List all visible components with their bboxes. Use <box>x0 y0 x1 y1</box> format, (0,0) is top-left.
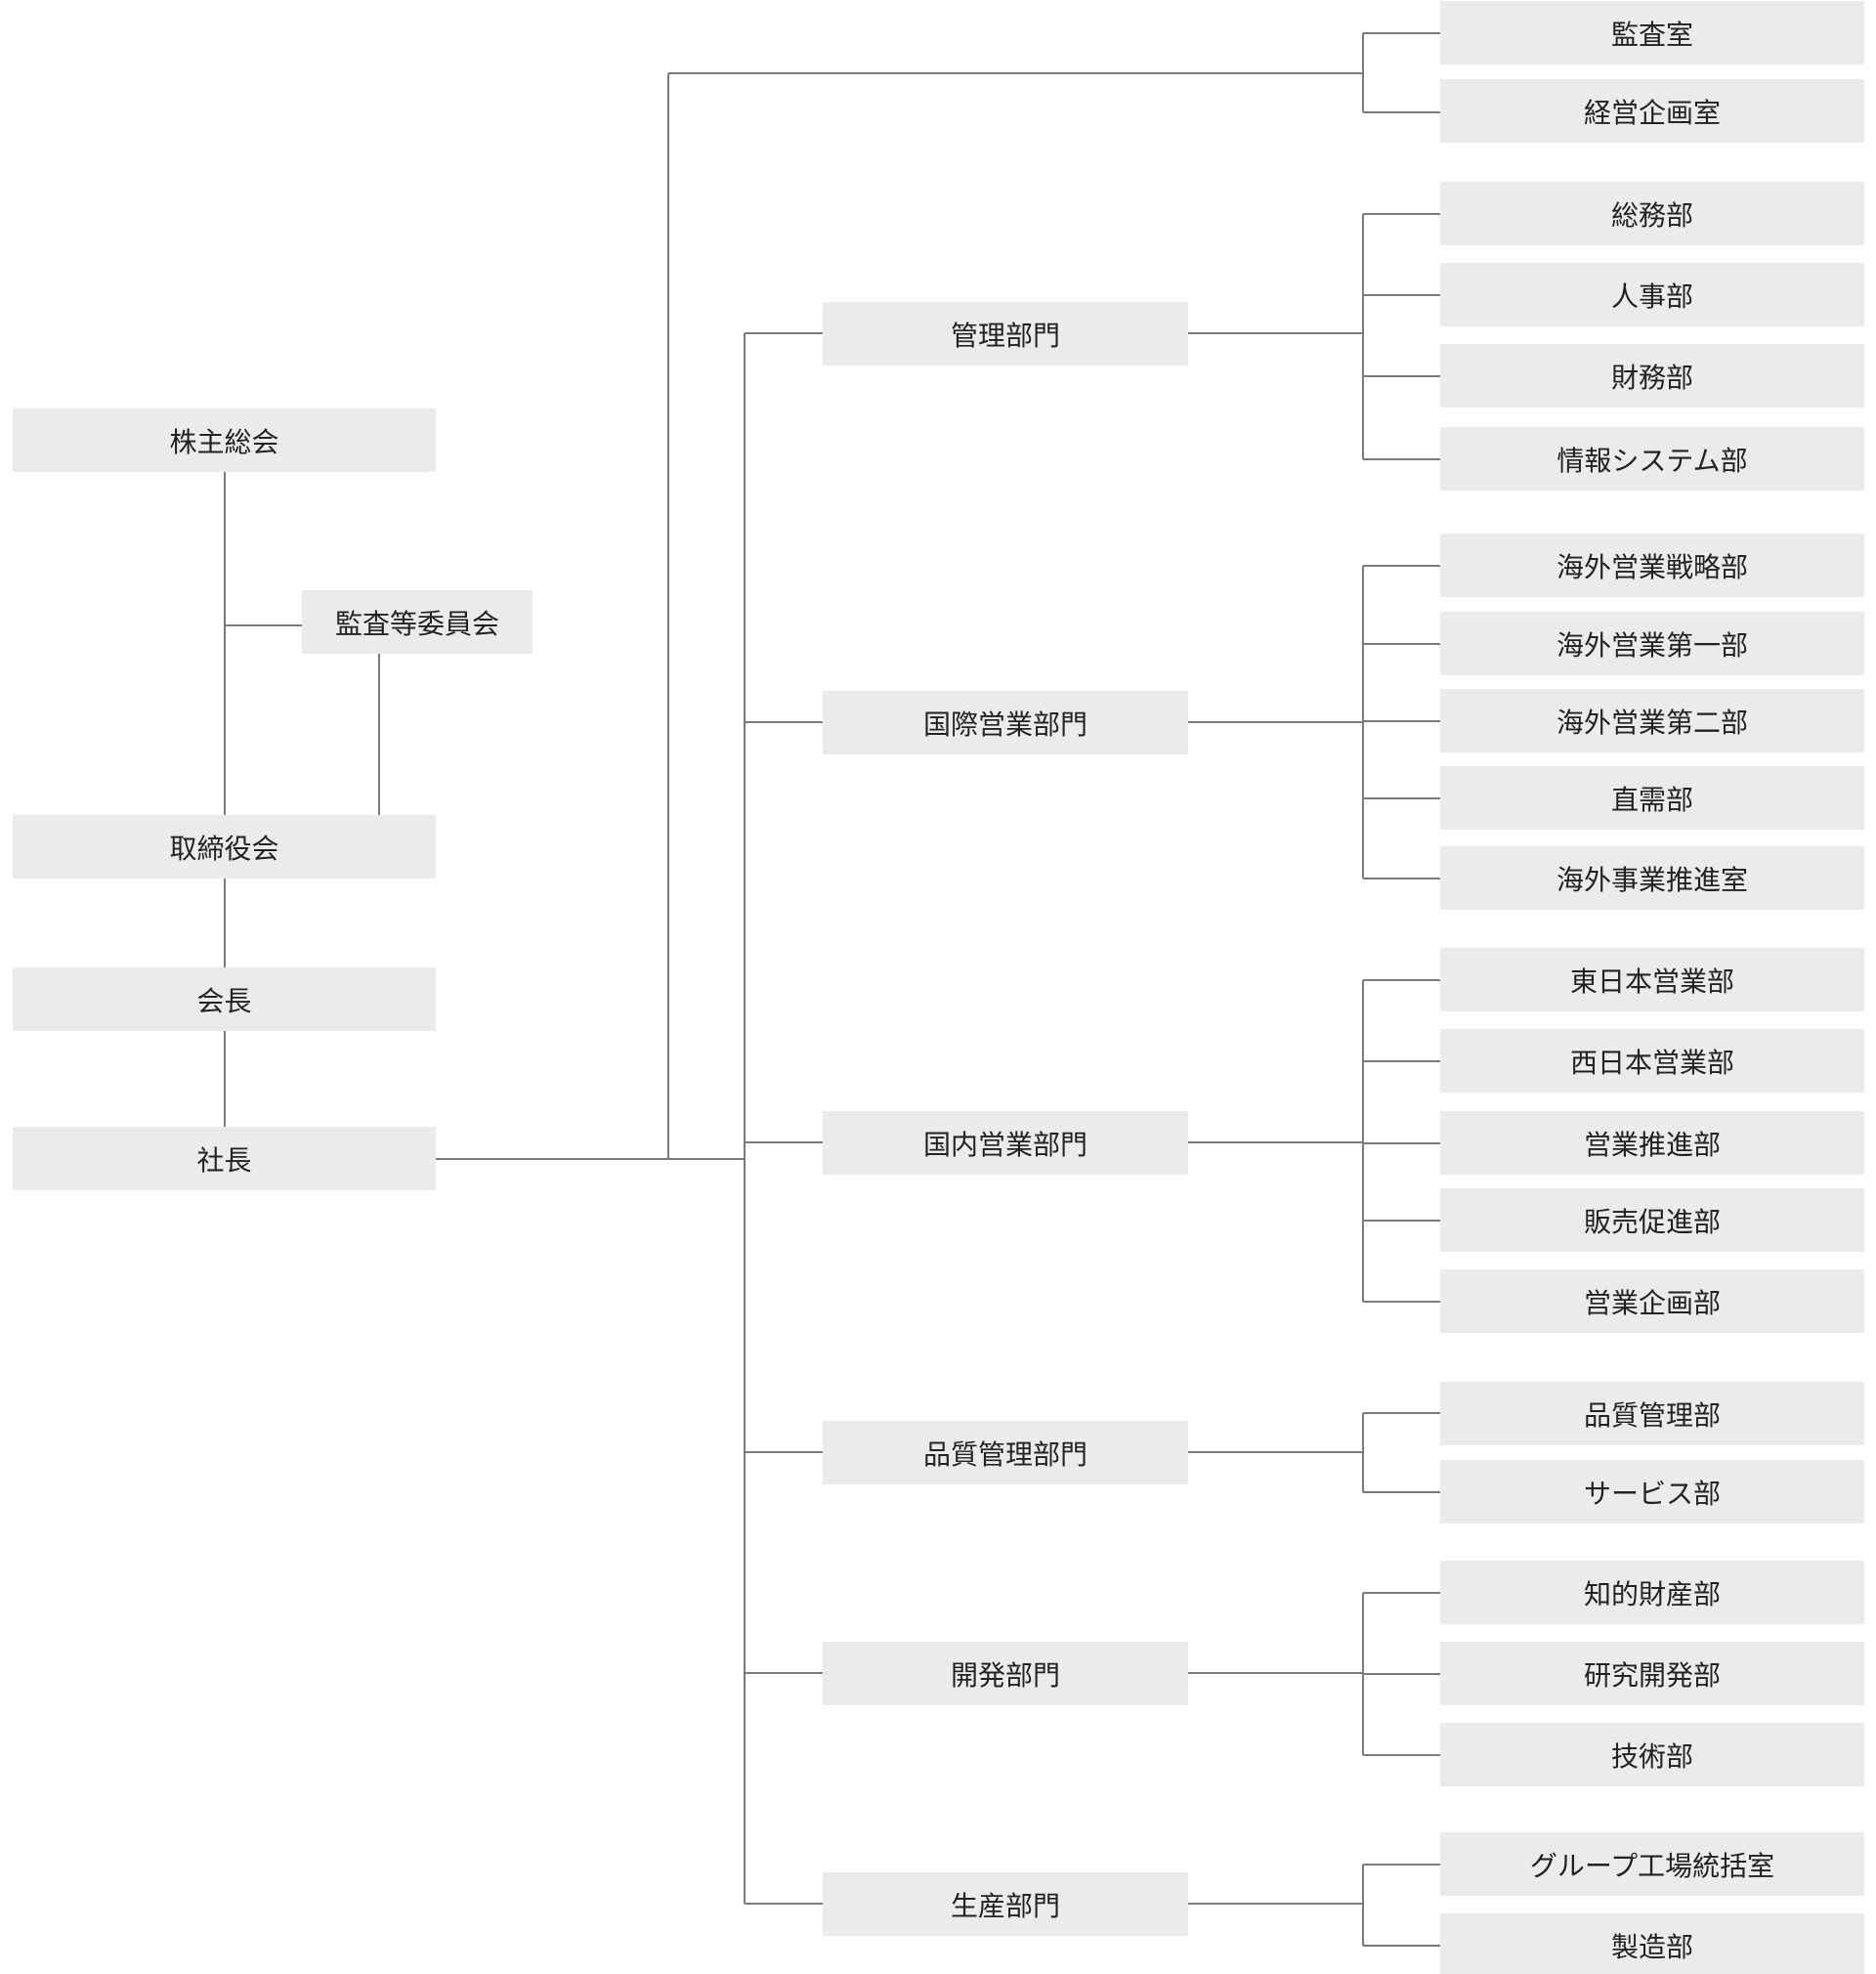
department-box: 財務部 <box>1440 344 1864 408</box>
department-box: 海外営業第二部 <box>1440 689 1864 752</box>
department-box: サービス部 <box>1440 1460 1864 1523</box>
president-box: 社長 <box>13 1127 436 1190</box>
department-box: 営業推進部 <box>1440 1111 1864 1175</box>
division-box-domestic-sales: 国内営業部門 <box>823 1111 1188 1175</box>
division-box-production: 生産部門 <box>823 1872 1188 1936</box>
board-of-directors-box: 取締役会 <box>13 815 436 879</box>
department-box: 研究開発部 <box>1440 1642 1864 1705</box>
office-box-audit: 監査室 <box>1440 1 1864 64</box>
department-box: 技術部 <box>1440 1723 1864 1786</box>
department-box: 販売促進部 <box>1440 1188 1864 1252</box>
department-box: 海外営業戦略部 <box>1440 534 1864 597</box>
department-box: 情報システム部 <box>1440 427 1864 491</box>
division-box-international-sales: 国際営業部門 <box>823 691 1188 754</box>
department-box: グループ工場統括室 <box>1440 1832 1864 1896</box>
department-box: 人事部 <box>1440 263 1864 326</box>
office-box-corporate-planning: 経営企画室 <box>1440 79 1864 143</box>
chairman-box: 会長 <box>13 967 436 1031</box>
department-box: 東日本営業部 <box>1440 948 1864 1011</box>
department-box: 製造部 <box>1440 1913 1864 1974</box>
department-box: 総務部 <box>1440 182 1864 245</box>
division-box-development: 開発部門 <box>823 1642 1188 1705</box>
department-box: 西日本営業部 <box>1440 1029 1864 1093</box>
audit-committee-box: 監査等委員会 <box>302 590 533 654</box>
department-box: 営業企画部 <box>1440 1269 1864 1333</box>
shareholders-meeting-box: 株主総会 <box>13 408 436 472</box>
department-box: 品質管理部 <box>1440 1382 1864 1445</box>
division-box-administration: 管理部門 <box>823 302 1188 365</box>
department-box: 海外営業第一部 <box>1440 612 1864 675</box>
division-box-quality-control: 品質管理部門 <box>823 1421 1188 1484</box>
department-box: 直需部 <box>1440 766 1864 830</box>
department-box: 海外事業推進室 <box>1440 846 1864 910</box>
department-box: 知的財産部 <box>1440 1561 1864 1624</box>
